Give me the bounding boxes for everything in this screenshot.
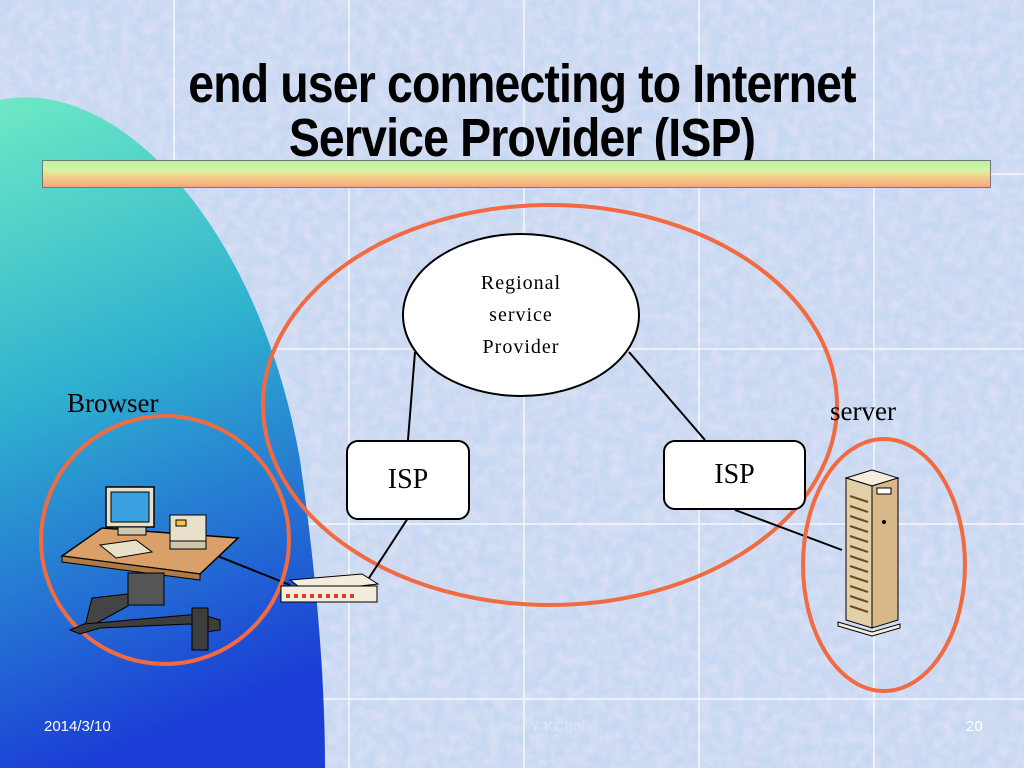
regional-label-line-3: Provider bbox=[482, 336, 560, 358]
server-tower-icon bbox=[837, 469, 901, 637]
slide-title-line-2: Service Provider (ISP) bbox=[288, 108, 756, 168]
footer-date: 2014/3/10 bbox=[44, 718, 111, 735]
isp-left-box: ISP bbox=[346, 440, 470, 520]
server-label: server bbox=[830, 396, 896, 426]
left-swoosh-shape bbox=[0, 97, 325, 768]
modem-icon bbox=[280, 573, 380, 603]
network-circle bbox=[261, 203, 839, 607]
regional-provider-node: Regional service Provider bbox=[403, 234, 639, 396]
connection-lines bbox=[209, 351, 843, 586]
workstation-icon bbox=[59, 486, 240, 651]
isp-right-label: ISP bbox=[714, 459, 755, 490]
browser-circle bbox=[39, 414, 291, 666]
browser-label: Browser bbox=[67, 388, 159, 418]
server-circle bbox=[801, 437, 967, 693]
regional-label-line-2: service bbox=[489, 304, 553, 326]
footer-author: Y KChoi bbox=[530, 718, 585, 735]
regional-provider-ellipse bbox=[402, 233, 640, 397]
slide-title-line-1: end user connecting to Internet bbox=[188, 54, 856, 114]
isp-right-box: ISP bbox=[663, 440, 806, 510]
title-underline-bar bbox=[42, 160, 991, 188]
regional-label-line-1: Regional bbox=[480, 272, 562, 294]
footer-page-number: 20 bbox=[966, 718, 983, 735]
isp-left-label: ISP bbox=[387, 464, 429, 495]
